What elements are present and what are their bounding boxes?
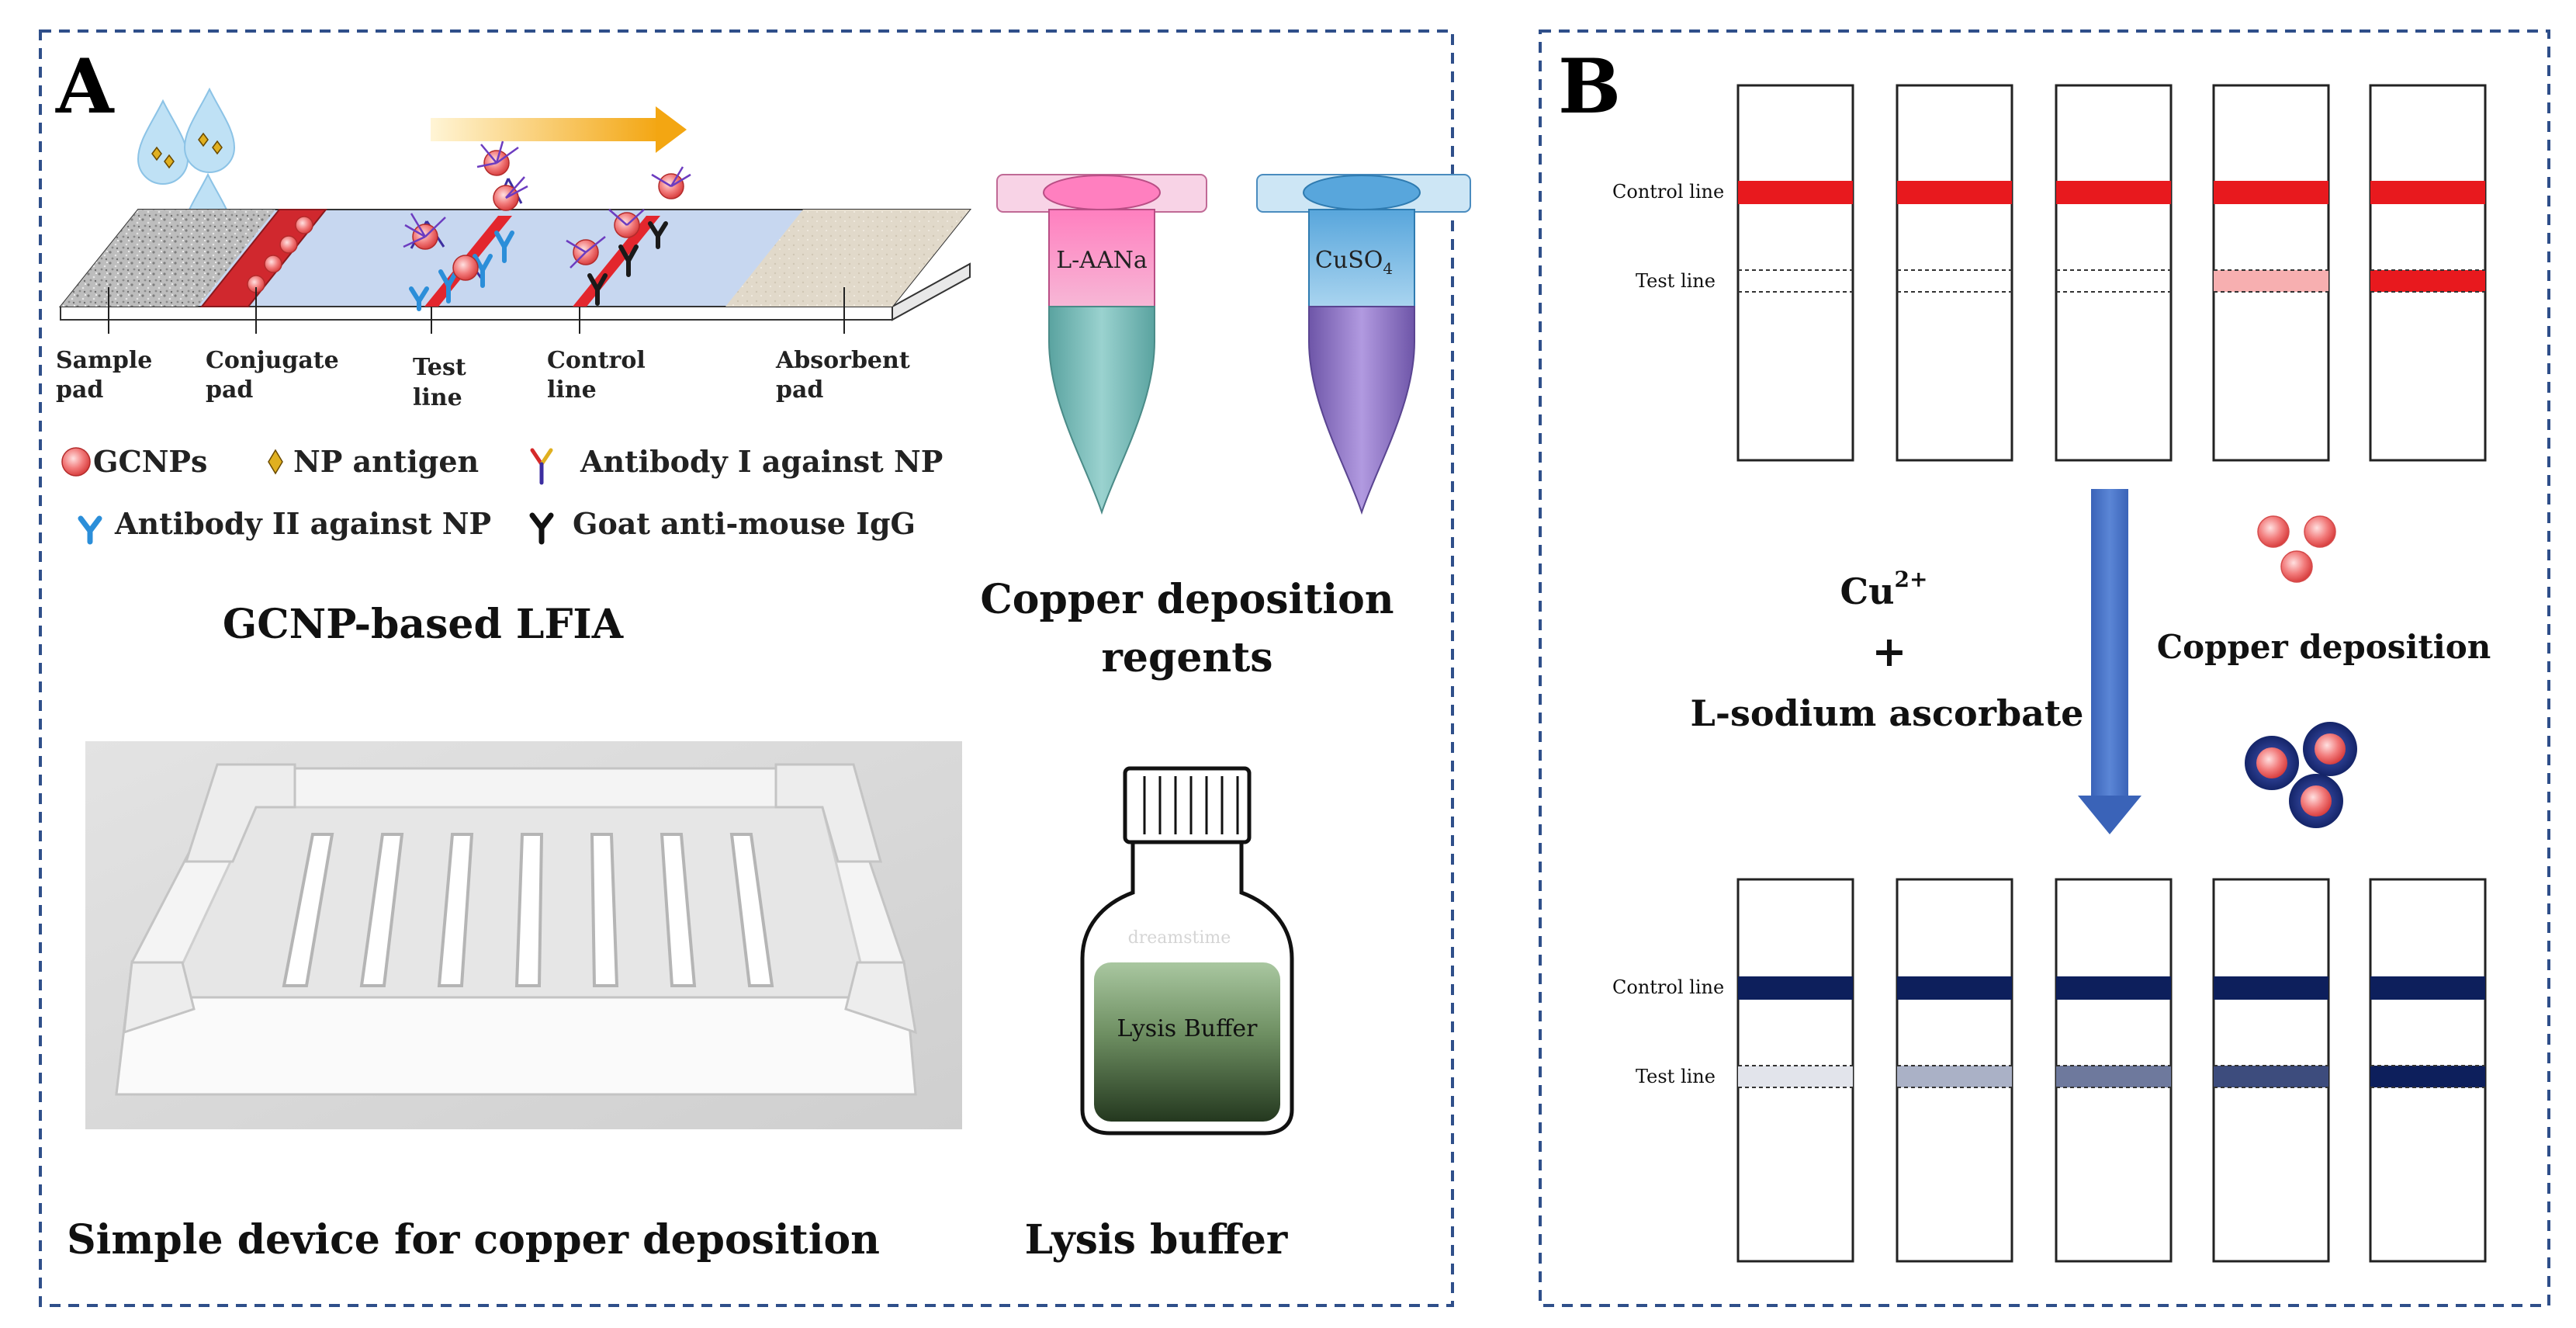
before-strip-2 xyxy=(1896,84,2013,462)
panel-a-border xyxy=(39,29,1454,1307)
legend: GCNPs NP antigen Antibody I against NP A… xyxy=(61,444,943,545)
conjugate-gcnps xyxy=(247,216,313,293)
caption-device: Simple device for copper deposition xyxy=(67,1216,880,1264)
after-control-band-4 xyxy=(2214,976,2328,1000)
strip-labels: Sample pad Conjugate pad Test line Contr… xyxy=(56,287,910,411)
top-control-line-label: Control line xyxy=(1612,181,1724,203)
reagent-ascorbate: L-sodium ascorbate xyxy=(1691,692,2084,734)
top-test-line-label: Test line xyxy=(1636,270,1716,292)
control-line-complexes xyxy=(566,166,691,306)
test-line-complexes xyxy=(403,140,528,311)
panel-b: B Control line Test line Cu2+ + L-sodium… xyxy=(1539,29,2550,1307)
legend-gcnps: GCNPs xyxy=(93,444,207,479)
label-conjugate-pad-1: Conjugate xyxy=(206,347,339,374)
before-control-band-4 xyxy=(2214,181,2328,204)
tube-cuso4-label: CuSO4 xyxy=(1315,247,1393,278)
after-test-band-5 xyxy=(2370,1066,2485,1087)
goat-igg-legend-icon xyxy=(529,512,554,545)
label-control-line-1: Control xyxy=(547,347,646,374)
label-test-line-1: Test xyxy=(413,354,466,381)
legend-goat-igg: Goat anti-mouse IgG xyxy=(573,506,916,541)
gcnp-cluster-before xyxy=(2257,515,2336,583)
legend-antibody-2: Antibody II against NP xyxy=(114,506,491,541)
tube-cuso4: CuSO4 xyxy=(1256,174,1471,515)
label-absorbent-pad-2: pad xyxy=(776,376,823,404)
absorbent-pad xyxy=(725,210,970,307)
label-sample-pad-1: Sample xyxy=(56,347,152,374)
after-test-band-3 xyxy=(2056,1066,2171,1087)
antibody-1-legend-icon xyxy=(530,448,553,485)
deposition-arrow xyxy=(2078,489,2141,834)
after-control-band-1 xyxy=(1738,976,1853,1000)
lysis-buffer-bottle: dreamstime Lysis Buffer xyxy=(1080,766,1294,1136)
np-antigen-legend-icon xyxy=(268,449,283,475)
tube-l-aana-label: L-AANa xyxy=(1056,247,1148,274)
conjugate-pad xyxy=(199,209,328,307)
before-control-band-3 xyxy=(2056,181,2171,204)
gcnp-legend-icon xyxy=(61,447,91,477)
caption-lfia: GCNP-based LFIA xyxy=(223,601,624,648)
before-strip-1 xyxy=(1736,84,1854,462)
strips-after: Control line Test line xyxy=(1612,878,2487,1263)
strips-before: Control line Test line xyxy=(1612,84,2487,462)
tube-l-aana: L-AANa xyxy=(996,174,1207,515)
label-conjugate-pad-2: pad xyxy=(206,376,253,404)
caption-lysis: Lysis buffer xyxy=(1025,1216,1288,1264)
caption-copper-2: regents xyxy=(1101,634,1272,681)
after-control-band-2 xyxy=(1897,976,2012,1000)
lfia-strip xyxy=(58,209,972,321)
legend-antibody-1: Antibody I against NP xyxy=(580,444,943,479)
bottle-watermark: dreamstime xyxy=(1128,928,1231,948)
panel-a: A xyxy=(39,29,1471,1307)
panel-a-letter: A xyxy=(55,43,115,130)
bottle-label: Lysis Buffer xyxy=(1117,1015,1258,1042)
panel-b-border xyxy=(1539,29,2550,1307)
bottom-test-line-label: Test line xyxy=(1636,1066,1716,1087)
sample-pad xyxy=(61,210,275,307)
copper-deposition-device xyxy=(85,741,962,1129)
after-test-band-4 xyxy=(2214,1066,2328,1087)
before-strip-3 xyxy=(2055,84,2173,462)
label-test-line-2: line xyxy=(413,384,462,411)
gcnp-cluster-after xyxy=(2245,722,2357,828)
reagent-cu: Cu2+ xyxy=(1840,567,1927,612)
caption-copper-1: Copper deposition xyxy=(980,576,1394,623)
reagent-text: Cu2+ + L-sodium ascorbate xyxy=(1691,567,2084,734)
before-control-band-5 xyxy=(2370,181,2485,204)
before-control-band-1 xyxy=(1738,181,1853,204)
before-test-band-5 xyxy=(2370,270,2485,292)
label-absorbent-pad-1: Absorbent xyxy=(775,347,910,374)
flow-arrow xyxy=(431,106,687,153)
panel-b-letter: B xyxy=(1558,43,1621,130)
after-control-band-3 xyxy=(2056,976,2171,1000)
legend-np-antigen: NP antigen xyxy=(293,444,479,479)
copper-deposition-label: Copper deposition xyxy=(2157,628,2491,666)
before-control-band-2 xyxy=(1897,181,2012,204)
after-control-band-5 xyxy=(2370,976,2485,1000)
bottom-control-line-label: Control line xyxy=(1612,976,1724,998)
label-control-line-2: line xyxy=(547,376,597,404)
before-test-band-4 xyxy=(2214,270,2328,292)
antibody-2-legend-icon xyxy=(78,515,102,545)
after-test-band-2 xyxy=(1897,1066,2012,1087)
after-test-band-1 xyxy=(1738,1066,1853,1087)
label-sample-pad-2: pad xyxy=(56,376,103,404)
device-channels xyxy=(282,833,774,987)
reagent-plus: + xyxy=(1871,626,1906,676)
